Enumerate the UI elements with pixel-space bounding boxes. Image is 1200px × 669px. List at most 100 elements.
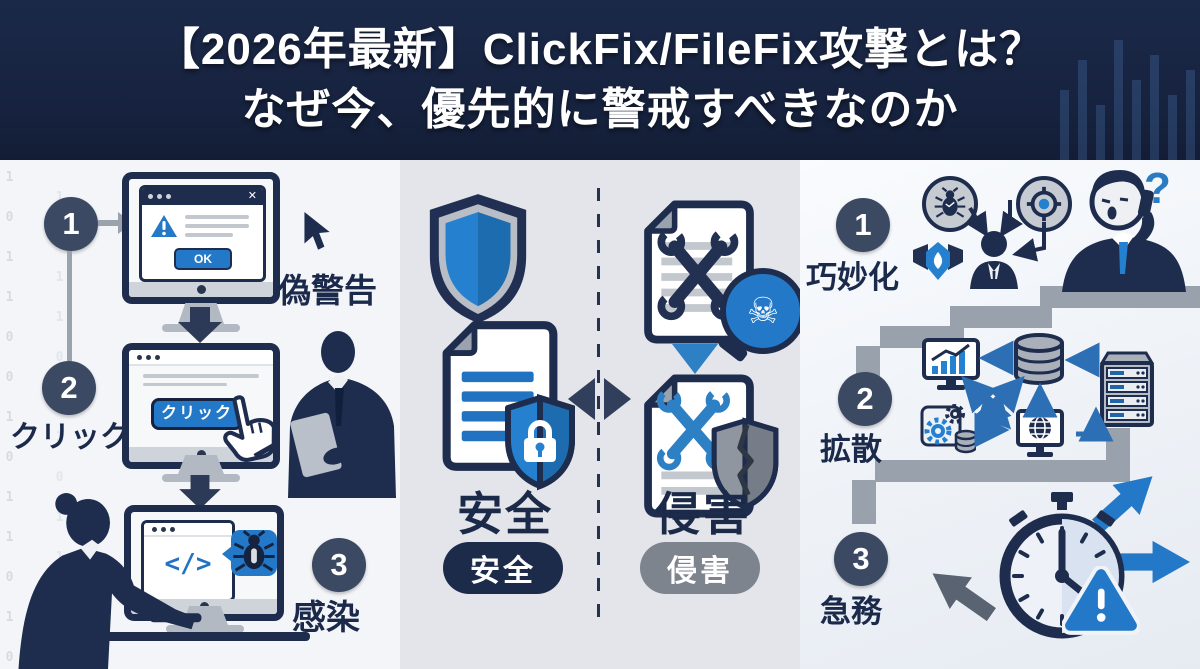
browser-toolbar <box>129 350 273 366</box>
window-dot <box>137 354 142 360</box>
window-dot <box>161 526 166 532</box>
server-rack-icon <box>1100 351 1154 427</box>
dialog-text-line <box>185 215 249 219</box>
step1-arrow-shaft <box>98 220 120 226</box>
digital-bar <box>1078 60 1087 160</box>
close-icon: ✕ <box>247 190 257 202</box>
window-dot <box>170 526 175 532</box>
comparison-panel: 安全 安全 ☠ <box>400 160 800 669</box>
step-2-label: クリック <box>10 421 130 454</box>
worried-man-silhouette <box>1062 170 1186 292</box>
ok-button: OK <box>174 248 232 270</box>
stair-step <box>950 306 1052 328</box>
down-triangle-icon <box>672 344 718 374</box>
step-2-circle: 2 <box>42 361 96 415</box>
malware-magnifier-icon: ☠ <box>720 268 800 354</box>
spread-arrow-sw-icon <box>920 555 1004 632</box>
shield-icon <box>429 194 527 323</box>
monitor-fake-alert: ✕ OK <box>122 172 282 338</box>
safe-heading: 安全 <box>457 488 553 540</box>
dialog-text-line <box>185 224 249 228</box>
step-3-label: 感染 <box>292 599 360 637</box>
threat-trend-panel: 1 巧妙化 <box>800 160 1200 669</box>
step-1-label: 偽警告 <box>278 272 377 309</box>
item-1-label: 巧妙化 <box>806 260 899 295</box>
code-glyph: </> <box>164 549 212 579</box>
right-arrow-icon <box>604 378 631 420</box>
crossed-tools-icon <box>656 388 731 471</box>
cursor-arrow-icon <box>304 212 330 250</box>
lock-shield-icon <box>505 393 575 491</box>
monitor-stand <box>178 455 224 474</box>
title-line-2: なぜ今、優先的に警戒すべきなのか <box>241 85 959 134</box>
item-3-label: 急務 <box>820 594 882 629</box>
spread-network-arrows <box>961 340 1114 448</box>
step-3-circle: 3 <box>312 538 366 592</box>
digital-bar <box>1096 105 1105 160</box>
desk-bar <box>106 632 310 641</box>
attack-flow-panel: 1 0 1 1 0 0 1 0 1 1 0 1 0 0 1 1 0 1 1 0 … <box>0 160 400 669</box>
down-arrow-icon <box>179 475 221 509</box>
compromised-badge: 侵害 <box>640 542 760 594</box>
left-arrow-icon <box>568 378 595 420</box>
warning-triangle-icon <box>151 215 177 237</box>
window-dot <box>166 194 171 199</box>
monitor-bezel <box>129 282 273 297</box>
window-dot <box>148 194 153 199</box>
dialog-titlebar: ✕ <box>142 188 263 205</box>
page-text-line <box>143 374 259 378</box>
page-title: 【2026年最新】ClickFix/FileFix攻撃とは？ なぜ今、優先的に警… <box>0 20 1200 140</box>
dialog-text-line <box>185 233 233 237</box>
bug-icon <box>233 529 275 572</box>
monitor-camera-dot <box>196 450 206 459</box>
monitor-screen: ✕ OK <box>122 172 280 304</box>
header-banner: 【2026年最新】ClickFix/FileFix攻撃とは？ なぜ今、優先的に警… <box>0 0 1200 160</box>
globe-monitor-icon <box>1016 409 1064 457</box>
title-line-1: 【2026年最新】ClickFix/FileFix攻撃とは？ <box>155 25 1045 74</box>
digital-bar <box>1150 55 1159 160</box>
window-dot <box>152 526 157 532</box>
skull-glyph: ☠ <box>746 290 780 331</box>
hand-click-icon <box>223 395 277 462</box>
digital-bar <box>1186 70 1195 160</box>
down-arrow-icon <box>178 307 222 343</box>
dashed-divider <box>597 188 600 628</box>
question-mark: ? <box>1144 164 1171 213</box>
target-icon <box>1026 186 1062 222</box>
window-dot <box>155 354 160 360</box>
bug-icon <box>934 187 966 218</box>
chart-monitor-icon <box>922 338 980 390</box>
monitor-camera-dot <box>196 285 206 294</box>
click-lure-button: クリック <box>151 398 243 430</box>
victim-bust-icon <box>970 231 1018 289</box>
digital-bar <box>1114 40 1123 160</box>
monitor-base <box>166 625 244 633</box>
attack-flow-arrows <box>965 200 1046 262</box>
code-window-titlebar <box>144 523 232 537</box>
phishing-mask-icon <box>913 242 963 280</box>
document-safe-icon <box>442 321 558 471</box>
digital-bar <box>1168 95 1177 160</box>
digital-bar <box>1132 80 1141 160</box>
window-dot <box>146 354 151 360</box>
page-text-line <box>143 383 227 386</box>
businessman-silhouette <box>288 331 396 498</box>
item-1-circle: 1 <box>836 198 890 252</box>
digital-bar <box>1060 90 1069 160</box>
item-2-circle: 2 <box>838 372 892 426</box>
item-2-label: 拡散 <box>820 432 882 467</box>
window-dot <box>157 194 162 199</box>
step-connector-line <box>67 251 72 361</box>
database-icon <box>1014 333 1064 386</box>
compromised-heading: 侵害 <box>655 488 751 540</box>
broken-shield-icon <box>711 417 779 512</box>
binary-texture: 1 0 1 1 0 0 1 0 1 1 0 1 0 0 1 1 0 1 1 0 … <box>2 170 17 669</box>
bubble-tail <box>222 546 232 562</box>
step-1-circle: 1 <box>44 197 98 251</box>
fake-alert-dialog: ✕ OK <box>139 185 266 282</box>
item-3-circle: 3 <box>834 532 888 586</box>
woman-silhouette <box>18 492 202 669</box>
stair-step <box>852 480 876 524</box>
stair-step <box>875 460 1130 482</box>
